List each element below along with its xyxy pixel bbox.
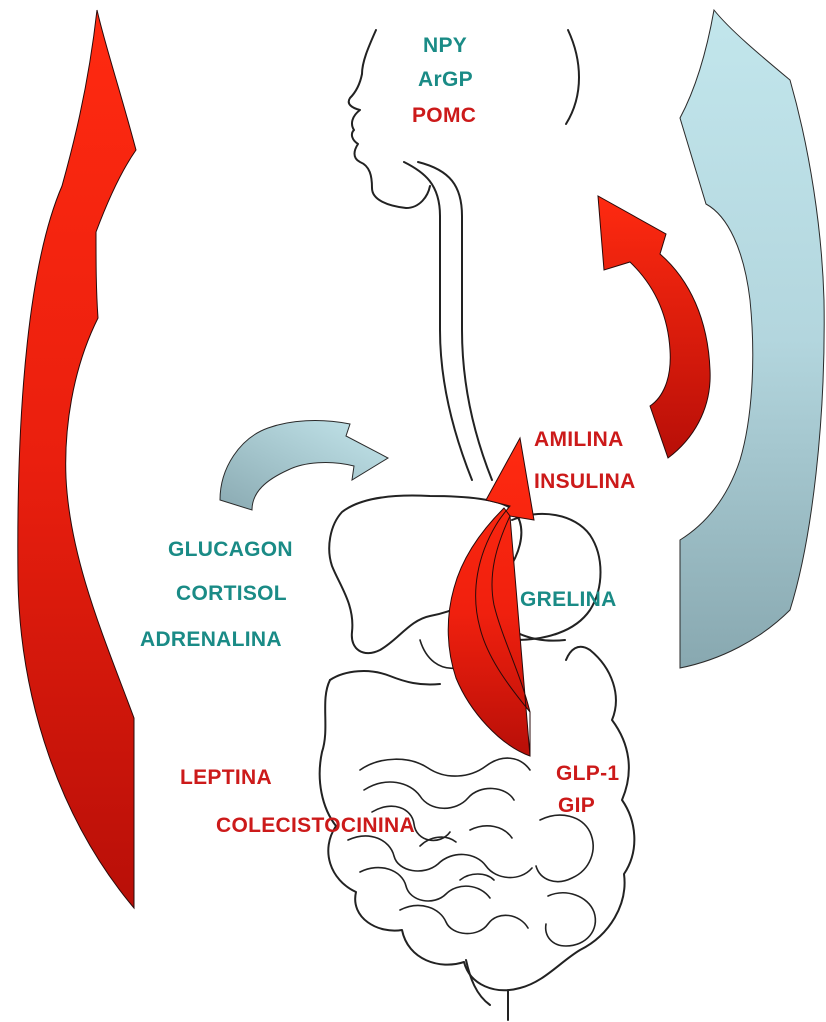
head-back xyxy=(566,30,579,124)
body-outline xyxy=(320,30,635,1020)
label-leptina: LEPTINA xyxy=(180,766,272,789)
label-pomc: POMC xyxy=(412,104,476,127)
label-glp1: GLP-1 xyxy=(556,762,619,785)
colon-upper xyxy=(330,671,440,684)
label-amilina: AMILINA xyxy=(534,428,624,451)
label-colecistocinina: COLECISTOCININA xyxy=(216,814,415,837)
label-gip: GIP xyxy=(558,794,595,817)
small-blue-arrow xyxy=(220,421,388,510)
label-cortisol: CORTISOL xyxy=(176,582,287,605)
right-red-arrow xyxy=(598,196,710,458)
label-grelina: GRELINA xyxy=(520,588,617,611)
labels: NPY ArGP POMC AMILINA INSULINA GLUCAGON … xyxy=(140,34,636,837)
label-adrenalina: ADRENALINA xyxy=(140,628,282,651)
label-insulina: INSULINA xyxy=(534,470,636,493)
left-red-arrow xyxy=(18,10,136,908)
small-intestine xyxy=(348,758,595,946)
label-npy: NPY xyxy=(423,34,467,57)
label-glucagon: GLUCAGON xyxy=(168,538,293,561)
label-argp: ArGP xyxy=(418,68,473,91)
